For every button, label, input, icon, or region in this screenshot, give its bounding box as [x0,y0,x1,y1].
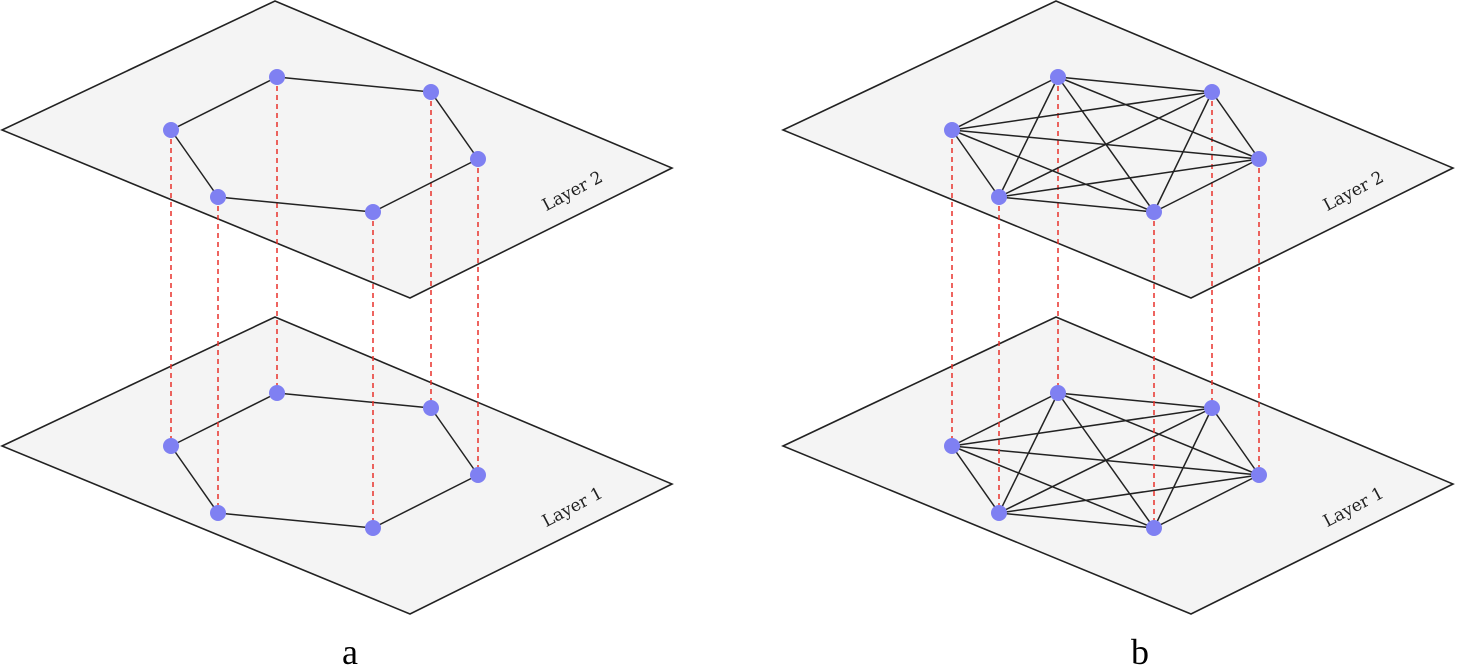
network-node [365,520,381,536]
intra-layer-edge [430,407,479,476]
intra-layer-edge [998,512,1155,529]
network-node [1204,400,1220,416]
intra-layer-edge [430,91,479,160]
intra-layer-edge [276,76,432,93]
intra-layer-edge [951,445,1000,514]
layer-plane-top [781,0,1455,299]
intra-layer-edge [1057,76,1213,93]
network-node [991,189,1007,205]
network-node [1050,69,1066,85]
network-node [163,122,179,138]
intra-layer-edge [1153,158,1260,213]
intra-layer-edge [1057,392,1213,409]
network-node [470,151,486,167]
intra-layer-edge [170,392,278,447]
intra-layer-edge [170,445,219,514]
intra-layer-edge [1153,407,1213,529]
intra-layer-edge [217,512,374,529]
intra-layer-edge [998,158,1260,198]
intra-layer-edge [998,407,1213,514]
network-node [423,400,439,416]
network-node [1146,520,1162,536]
network-node [1050,385,1066,401]
layer-plane-bottom [0,316,674,615]
intra-layer-edge [998,91,1213,198]
network-node [365,204,381,220]
network-node [1251,151,1267,167]
network-node [210,189,226,205]
intra-layer-edge [1153,474,1260,529]
intra-layer-edge [170,76,278,131]
intra-layer-edge [998,76,1059,198]
intra-layer-edge [276,392,432,409]
network-node [1204,84,1220,100]
intra-layer-edge [1211,407,1260,476]
intra-layer-edge [217,196,374,213]
network-node [944,438,960,454]
intra-layer-edge [372,158,479,213]
intra-layer-edge [372,474,479,529]
network-node [423,84,439,100]
intra-layer-edge [951,392,1059,447]
intra-layer-edge [998,474,1260,514]
layer-plane-top [0,0,674,299]
intra-layer-edge [998,392,1059,514]
network-node [470,467,486,483]
network-node [269,69,285,85]
network-node [210,505,226,521]
intra-layer-edge [170,129,219,198]
layer-plane-bottom [781,316,1455,615]
intra-layer-edge [1211,91,1260,160]
network-node [269,385,285,401]
intra-layer-edge [951,129,1000,198]
intra-layer-edge [951,76,1059,131]
network-node [991,505,1007,521]
network-node [1146,204,1162,220]
network-node [1251,467,1267,483]
network-node [163,438,179,454]
intra-layer-edge [998,196,1155,213]
intra-layer-edge [1153,91,1213,213]
panel-b-label: b [1131,632,1149,669]
panel-a-label: a [342,632,358,669]
network-node [944,122,960,138]
